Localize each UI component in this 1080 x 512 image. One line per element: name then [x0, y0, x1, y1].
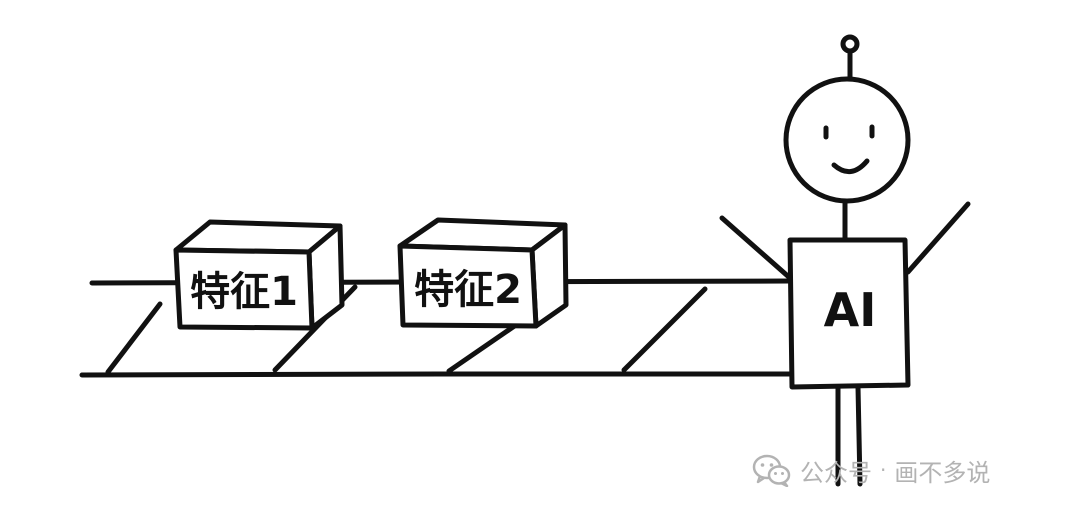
ai-robot: AI — [719, 34, 971, 487]
watermark: 公众号 · 画不多说 — [752, 450, 990, 490]
conveyor-slat — [105, 301, 163, 375]
robot-right-arm — [905, 201, 971, 275]
conveyor-slat — [621, 286, 708, 373]
box-label-1: 特征1 — [190, 269, 298, 315]
box-label-2: 特征2 — [414, 267, 522, 313]
wechat-icon — [752, 454, 791, 487]
box-front-face — [173, 247, 315, 331]
watermark-source: 公众号 — [800, 458, 872, 487]
conveyor-bottom-rail — [79, 371, 793, 378]
robot-body — [787, 237, 911, 390]
watermark-separator: · — [880, 458, 887, 482]
feature-box-1: 特征1 — [173, 219, 345, 331]
robot-right-leg — [855, 384, 863, 487]
feature-box-2: 特征2 — [397, 217, 569, 329]
watermark-account: 画不多说 — [894, 458, 991, 487]
box-front-face — [397, 243, 539, 329]
robot-label: AI — [824, 283, 877, 337]
robot-antenna-ball — [840, 34, 860, 54]
robot-smile — [831, 158, 870, 174]
robot-head — [783, 76, 911, 204]
robot-left-arm — [719, 215, 793, 281]
